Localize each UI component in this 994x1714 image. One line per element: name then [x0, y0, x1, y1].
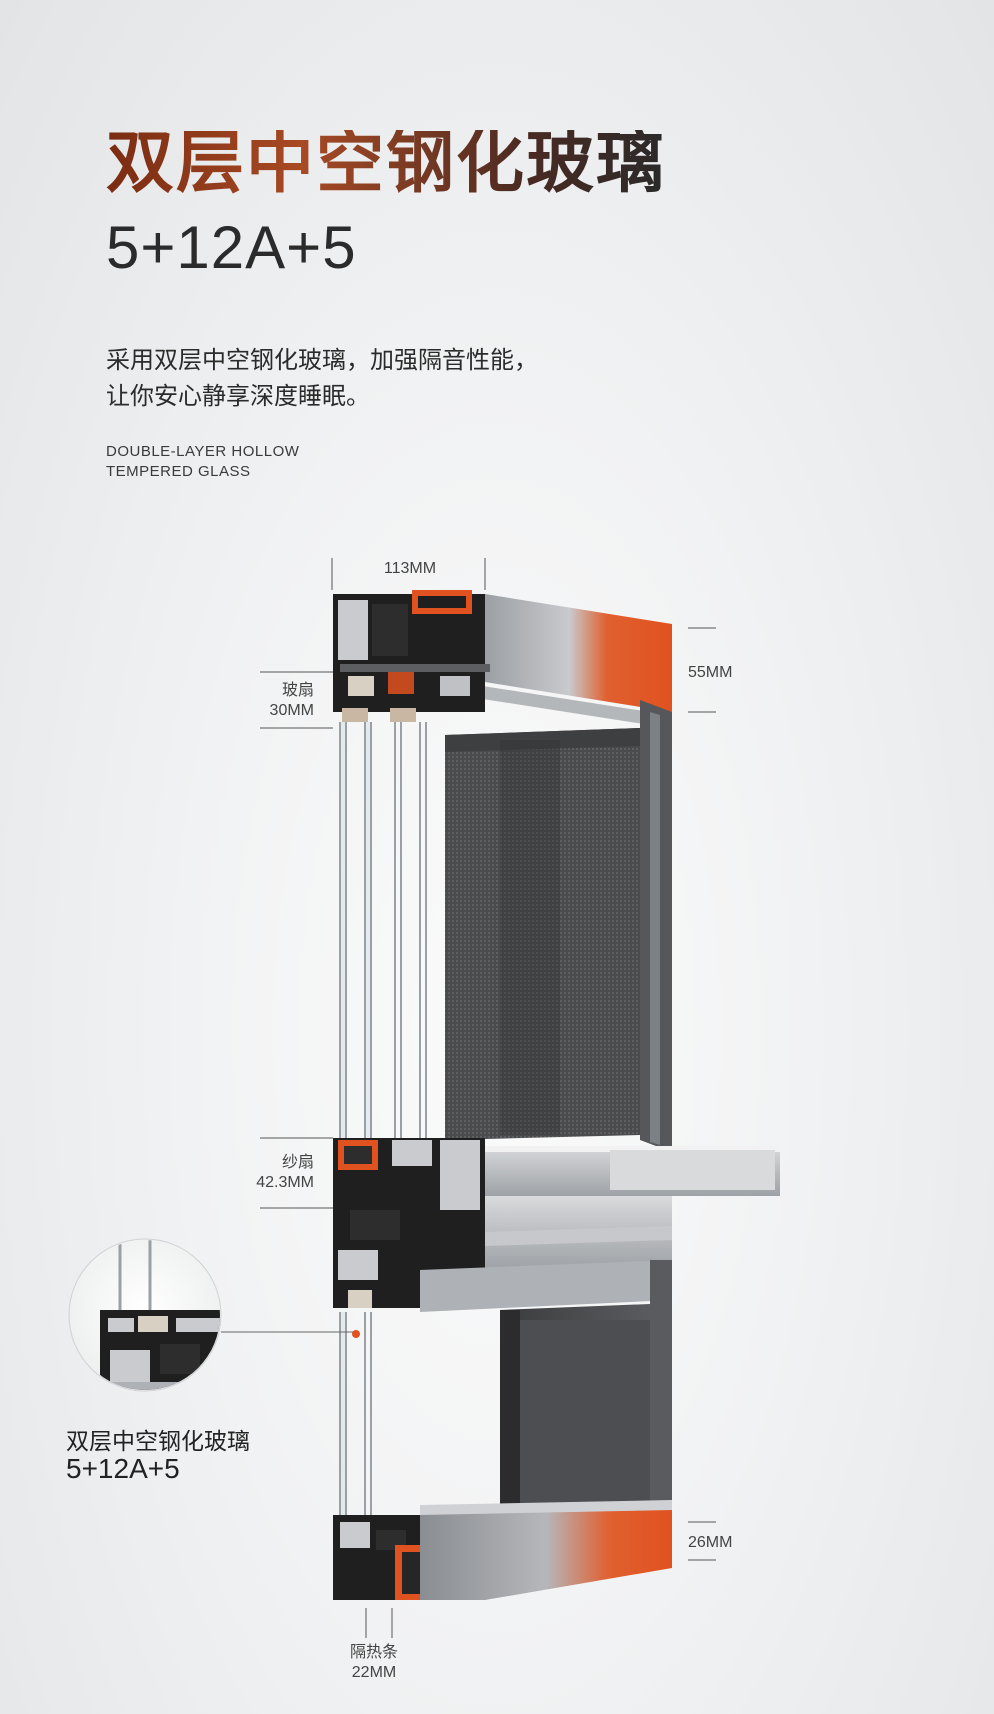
english-line-1: DOUBLE-LAYER HOLLOW: [106, 443, 300, 460]
description-line-1: 采用双层中空钢化玻璃，加强隔音性能，: [106, 346, 538, 374]
description-line-2: 让你安心静享深度睡眠。: [106, 382, 370, 410]
callout-title: 双层中空钢化玻璃: [66, 1429, 250, 1455]
page-title: 双层中空钢化玻璃: [106, 124, 667, 203]
description: 采用双层中空钢化玻璃，加强隔音性能， 让你安心静享深度睡眠。: [106, 342, 538, 414]
top-width-label: 113MM: [383, 560, 437, 577]
callout-spec: 5+12A+5: [66, 1453, 180, 1484]
glass-sash-label: 玻扇: [281, 682, 314, 699]
frame-height-label: 55MM: [688, 664, 733, 681]
english-subtitle: DOUBLE-LAYER HOLLOW TEMPERED GLASS: [106, 442, 299, 482]
screen-sash-label: 纱扇: [281, 1154, 314, 1171]
bottom-frame-label: 26MM: [688, 1534, 733, 1551]
english-line-2: TEMPERED GLASS: [106, 463, 251, 480]
screen-sash-value: 42.3MM: [256, 1174, 314, 1191]
glass-sash-value: 30MM: [269, 702, 314, 719]
glass-spec: 5+12A+5: [106, 214, 357, 281]
thermal-break-label: 隔热条: [349, 1644, 398, 1661]
thermal-break-value: 22MM: [351, 1664, 397, 1681]
